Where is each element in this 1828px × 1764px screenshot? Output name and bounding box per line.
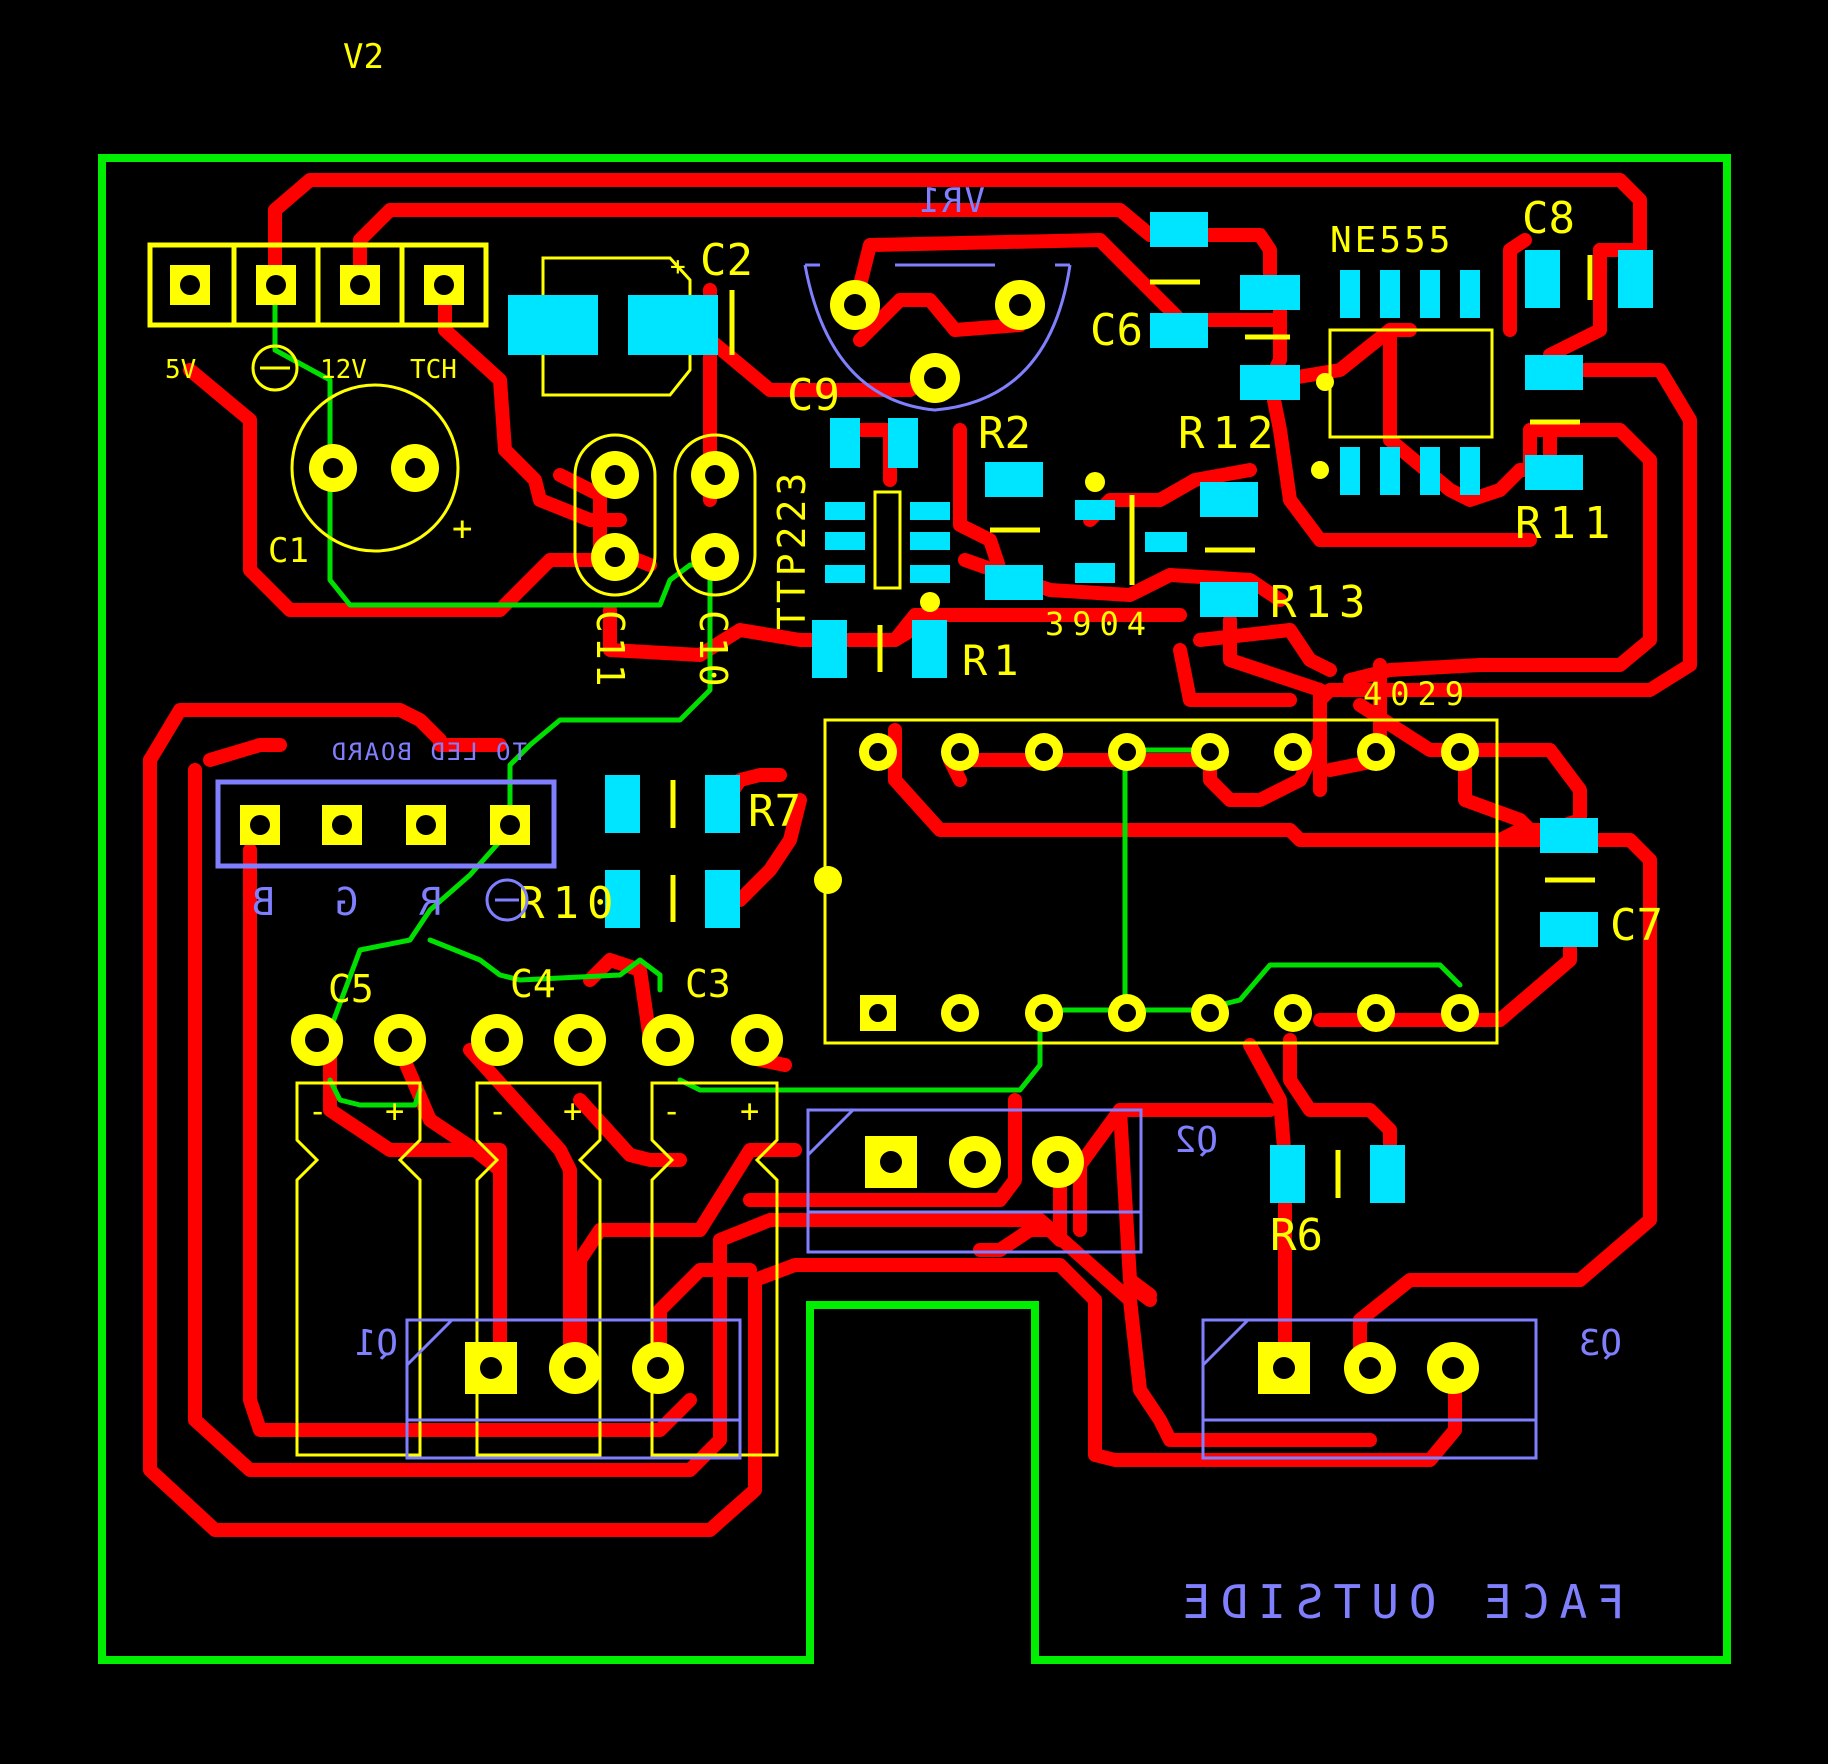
c10-capacitor xyxy=(673,433,757,597)
r13-label: R13 xyxy=(1270,577,1373,628)
r12-label: R12 xyxy=(1178,408,1281,459)
c8-label: C8 xyxy=(1522,193,1575,244)
r11-label: R11 xyxy=(1515,498,1618,549)
ttp223-ic xyxy=(825,490,950,612)
r7-resistor xyxy=(605,775,740,833)
led-header-label: TO LED BOARD xyxy=(330,738,527,766)
c5-capacitor xyxy=(291,1014,426,1457)
q3904-transistor xyxy=(1075,472,1187,585)
c3-plus: + xyxy=(740,1092,759,1130)
c3-capacitor xyxy=(642,1014,783,1457)
r1-resistor xyxy=(812,620,947,678)
power-header-pins xyxy=(170,265,464,305)
c5-label: C5 xyxy=(328,967,374,1011)
r6-resistor xyxy=(1270,1145,1405,1203)
r10-label: R10 xyxy=(518,878,621,929)
r12-resistor xyxy=(1240,275,1300,400)
led-header xyxy=(215,779,557,869)
c6-label: C6 xyxy=(1090,305,1143,356)
r11-resistor xyxy=(1525,355,1583,490)
c4-plus: + xyxy=(563,1092,582,1130)
vr1-label: VR1 xyxy=(918,181,985,221)
c11-capacitor xyxy=(573,433,657,597)
q1-label: Q1 xyxy=(355,1323,398,1364)
led-pin-b: B xyxy=(252,880,275,924)
q3904-label: 3904 xyxy=(1045,605,1154,643)
c7-capacitor xyxy=(1540,818,1598,947)
c1-label: C1 xyxy=(268,531,309,571)
r2-resistor xyxy=(985,462,1043,600)
c7-label: C7 xyxy=(1610,900,1663,951)
c1-plus-label: + xyxy=(452,509,472,549)
c4-capacitor xyxy=(471,1014,606,1457)
c6-capacitor xyxy=(1150,212,1208,348)
power-pin-5v: 5V xyxy=(165,355,196,385)
c11-label: C11 xyxy=(588,610,632,691)
r10-resistor xyxy=(605,870,740,928)
board-outline xyxy=(98,154,1731,1664)
c2-capacitor xyxy=(508,256,735,397)
silkscreen-labels: V2 5V 12V TCH C1 + C2 + C6 C8 C9 C7 C5 C… xyxy=(165,37,1663,1629)
c3-minus: - xyxy=(662,1092,681,1130)
c4-label: C4 xyxy=(510,962,556,1006)
ic4029-label: 4029 xyxy=(1363,675,1472,713)
r2-label: R2 xyxy=(978,408,1031,459)
version-label: V2 xyxy=(343,37,384,77)
c9-capacitor xyxy=(830,418,918,468)
ic4029-pins-top xyxy=(859,733,1479,771)
ne555-ic xyxy=(1311,270,1494,495)
q3-label: Q3 xyxy=(1579,1323,1622,1364)
ne555-label: NE555 xyxy=(1330,220,1453,261)
minus-symbol-icons xyxy=(485,878,529,922)
r6-label: R6 xyxy=(1270,1210,1323,1261)
c10-label: C10 xyxy=(691,610,735,691)
led-pin-r: R xyxy=(419,880,442,924)
ic4029 xyxy=(814,718,1499,1045)
c1-capacitor xyxy=(251,344,460,553)
r7-label: R7 xyxy=(748,786,801,837)
q2-transistor xyxy=(806,1108,1143,1254)
r13-resistor xyxy=(1200,482,1258,617)
ground-traces xyxy=(272,287,1463,1108)
c4-minus: - xyxy=(488,1092,507,1130)
c9-label: C9 xyxy=(787,370,840,421)
led-pin-g: G xyxy=(335,880,358,924)
q2-label: Q2 xyxy=(1175,1120,1218,1161)
vr1-potentiometer xyxy=(803,263,1072,412)
ttp223-label: TTP223 xyxy=(770,469,814,630)
c5-plus: + xyxy=(385,1092,404,1130)
c2-plus-label: + xyxy=(670,252,686,282)
c8-capacitor xyxy=(1525,250,1653,308)
c3-label: C3 xyxy=(685,962,731,1006)
power-pin-tch: TCH xyxy=(410,355,457,385)
q3-transistor xyxy=(1201,1318,1538,1460)
face-outside-label: FACE OUTSIDE xyxy=(1173,1575,1625,1629)
power-pin-12v: 12V xyxy=(320,355,367,385)
q1-transistor xyxy=(405,1318,742,1460)
ic4029-pins-bottom xyxy=(860,994,1479,1032)
c5-minus: - xyxy=(308,1092,327,1130)
r1-label: R1 xyxy=(962,636,1025,685)
power-header xyxy=(147,242,489,328)
c2-label: C2 xyxy=(700,235,753,286)
